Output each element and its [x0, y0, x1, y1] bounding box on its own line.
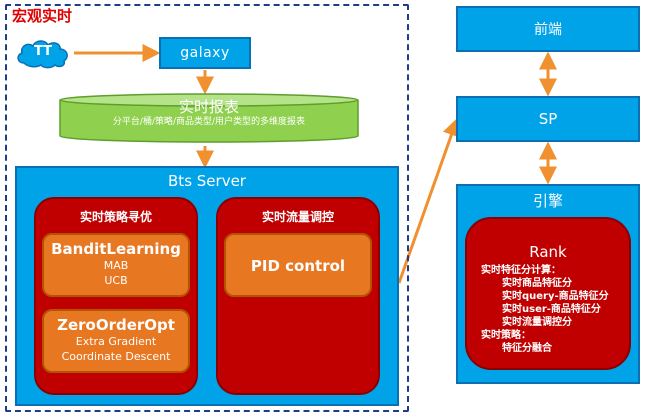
bts-label: Bts Server: [168, 172, 246, 190]
rank-item: 实时user-商品特征分: [502, 304, 601, 315]
bandit-line: UCB: [104, 274, 128, 287]
bandit-line: MAB: [103, 259, 129, 272]
frame-title: 宏观实时: [12, 7, 73, 25]
rank-panel: Rank 实时特征分计算： 实时商品特征分 实时query-商品特征分 实时us…: [465, 217, 631, 370]
report-subtitle: 分平台/桶/策略/商品类型/用户类型的多维度报表: [112, 117, 306, 127]
rank-item: 特征分融合: [502, 343, 552, 354]
frontend-node: 前端: [456, 6, 640, 52]
pid-control-box: PID control: [224, 233, 372, 297]
rank-item: 实时策略：: [481, 330, 531, 341]
cylinder-shape: [59, 93, 359, 143]
realtime-report-node: 实时报表 分平台/桶/策略/商品类型/用户类型的多维度报表: [58, 92, 360, 144]
galaxy-node: galaxy: [159, 37, 251, 69]
tt-label: TT: [33, 44, 53, 59]
engine-label: 引擎: [532, 192, 563, 210]
rank-item: 实时流量调控分: [502, 317, 572, 328]
galaxy-label: galaxy: [180, 45, 230, 61]
bandit-title: BanditLearning: [51, 240, 181, 258]
zero-order-line: Extra Gradient: [75, 335, 157, 348]
pid-title: PID control: [250, 257, 346, 275]
macro-realtime-frame: [5, 4, 409, 412]
bandit-learning-box: BanditLearning MAB UCB: [42, 233, 190, 297]
zero-order-opt-box: ZeroOrderOpt Extra Gradient Coordinate D…: [42, 309, 190, 373]
rank-item: 实时query-商品特征分: [502, 291, 609, 302]
traffic-panel-title: 实时流量调控: [261, 210, 334, 224]
sp-label: SP: [538, 110, 558, 128]
frontend-label: 前端: [534, 22, 562, 38]
rank-item: 实时商品特征分: [502, 278, 572, 289]
report-title: 实时报表: [178, 98, 239, 116]
tt-node: TT: [14, 37, 72, 69]
zero-order-title: ZeroOrderOpt: [57, 316, 175, 334]
rank-title: Rank: [529, 243, 567, 261]
strategy-panel-title: 实时策略寻优: [79, 210, 152, 224]
cloud-icon: [17, 40, 68, 69]
rank-item: 实时特征分计算：: [481, 265, 561, 276]
sp-node: SP: [456, 96, 640, 142]
zero-order-line: Coordinate Descent: [61, 350, 171, 363]
